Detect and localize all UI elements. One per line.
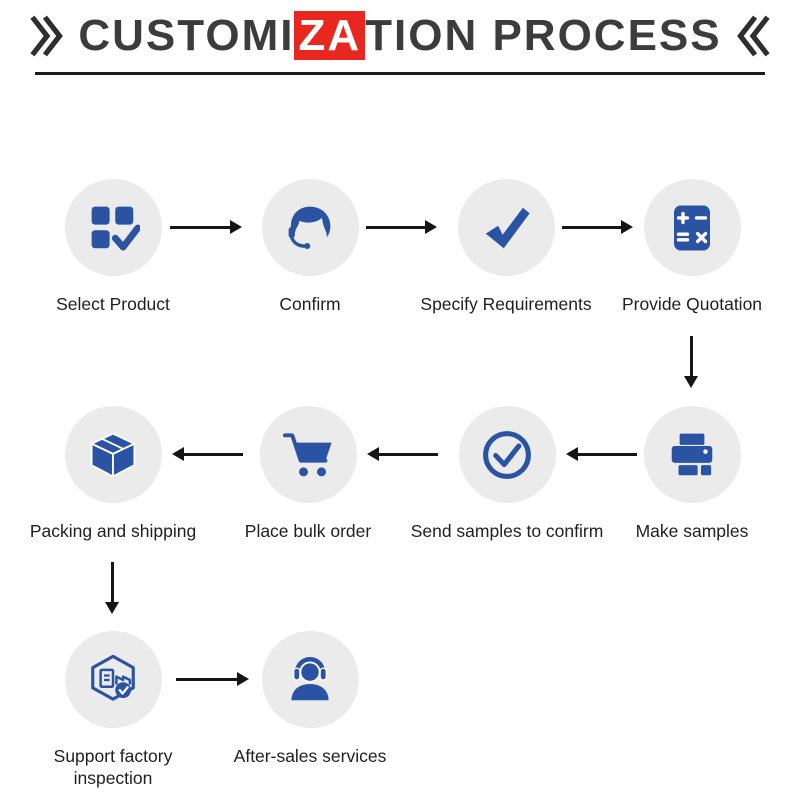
step-after-sales: After-sales services	[210, 631, 410, 768]
page-title: CUSTOMIZATION PROCESS	[78, 11, 722, 60]
double-chevron-left-icon	[736, 13, 772, 59]
flow-arrow-right	[562, 220, 633, 234]
step-circle	[261, 179, 359, 276]
step-circle	[64, 631, 162, 728]
flow-arrow-right	[170, 220, 242, 234]
title-underline	[35, 72, 765, 75]
step-packing-shipping: Packing and shipping	[13, 406, 213, 543]
step-label: Place bulk order	[244, 521, 372, 541]
step-provide-quotation: Provide Quotation	[592, 179, 792, 316]
package-box-icon	[90, 432, 136, 477]
title-prefix: CUSTOMI	[78, 11, 295, 60]
headset-agent-icon	[291, 656, 329, 700]
step-label: Support factory inspection	[53, 746, 173, 788]
calculator-icon	[674, 205, 710, 250]
step-circle	[64, 406, 162, 503]
printer-icon	[671, 433, 713, 475]
step-circle	[64, 179, 162, 276]
step-circle	[457, 179, 555, 276]
double-chevron-right-icon	[28, 13, 64, 59]
step-circle	[259, 406, 357, 503]
flow-arrow-left	[367, 447, 438, 461]
flow-arrow-left	[566, 447, 637, 461]
step-circle	[643, 179, 741, 276]
flow-arrow-right	[176, 672, 249, 686]
step-label: Packing and shipping	[29, 521, 197, 541]
step-label: Confirm	[279, 294, 341, 314]
step-label: Make samples	[635, 521, 749, 541]
step-circle	[643, 406, 741, 503]
title-highlight: ZA	[294, 11, 366, 60]
step-place-bulk-order: Place bulk order	[208, 406, 408, 543]
step-factory-inspection: Support factory inspection	[13, 631, 213, 790]
flow-arrow-left	[172, 447, 243, 461]
step-send-samples: Send samples to confirm	[407, 406, 607, 543]
page-title-row: CUSTOMIZATION PROCESS	[0, 11, 800, 60]
step-label: Select Product	[56, 294, 170, 314]
step-select-product: Select Product	[13, 179, 213, 316]
shopping-cart-icon	[282, 432, 332, 476]
step-specify-requirements: Specify Requirements	[406, 179, 606, 316]
step-make-samples: Make samples	[592, 406, 792, 543]
flow-arrow-right	[366, 220, 437, 234]
factory-inspection-icon	[91, 654, 135, 701]
step-circle	[261, 631, 359, 728]
step-circle	[458, 406, 556, 503]
step-label: After-sales services	[233, 746, 387, 766]
product-select-icon	[91, 206, 140, 250]
flow-arrow-down	[684, 336, 698, 388]
step-label: Provide Quotation	[621, 294, 763, 314]
checkmark-icon	[485, 207, 530, 248]
step-label: Specify Requirements	[420, 294, 592, 314]
step-label: Send samples to confirm	[410, 521, 604, 541]
flow-arrow-down	[105, 562, 119, 614]
customer-service-icon	[288, 206, 331, 249]
title-suffix: TION PROCESS	[365, 11, 722, 60]
step-confirm: Confirm	[210, 179, 410, 316]
circle-check-icon	[483, 430, 531, 479]
